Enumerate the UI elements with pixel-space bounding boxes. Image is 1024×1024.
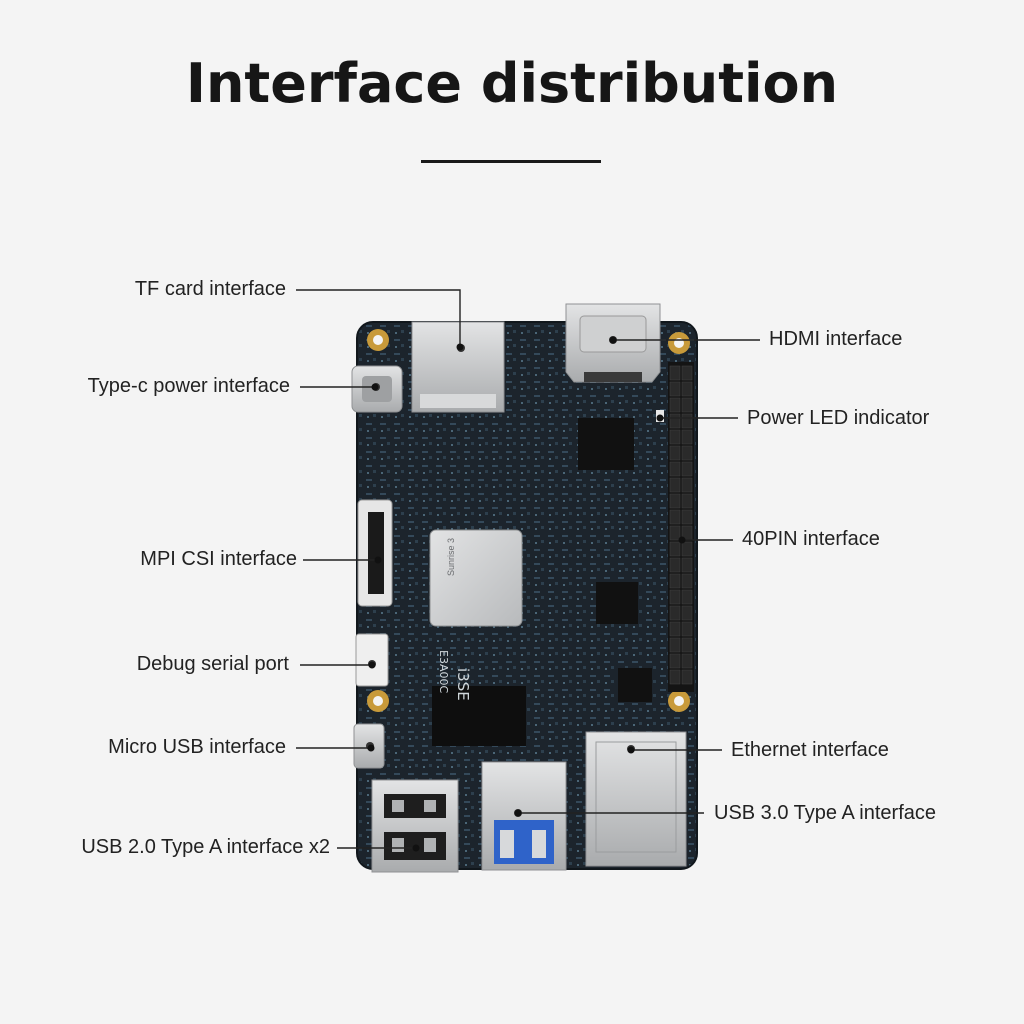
soc-chip: Sunrise 3 xyxy=(429,529,523,627)
chip-brand-text: Sunrise 3 xyxy=(446,538,456,576)
gpio-header xyxy=(668,362,694,692)
label-type-c-power: Type-c power interface xyxy=(87,375,290,397)
label-power-led: Power LED indicator xyxy=(747,407,930,429)
ic-chip xyxy=(578,418,634,470)
label-ethernet: Ethernet interface xyxy=(731,739,889,761)
board-rev-text: E3A00C xyxy=(437,650,450,693)
leader-dots xyxy=(367,336,686,852)
csi-connector xyxy=(357,499,393,607)
memory-chip xyxy=(432,686,526,746)
debug-serial-connector xyxy=(355,633,389,687)
ic-chip xyxy=(618,668,652,702)
label-debug-serial: Debug serial port xyxy=(136,653,289,675)
board-code-text: i3SE xyxy=(454,668,472,701)
label-40pin: 40PIN interface xyxy=(742,528,880,550)
label-micro-usb: Micro USB interface xyxy=(108,736,286,758)
label-tf-card: TF card interface xyxy=(134,278,286,300)
title-underline xyxy=(421,160,601,163)
leader-tf-card xyxy=(296,289,461,347)
ic-chip xyxy=(596,582,638,624)
leader-lines xyxy=(296,289,760,849)
tf-card-slot xyxy=(411,321,505,413)
label-usb3-type-a: USB 3.0 Type A interface xyxy=(714,802,936,824)
ethernet-connector xyxy=(585,731,687,867)
usb3-connector xyxy=(481,761,567,871)
page-title: Interface distribution xyxy=(185,52,839,115)
label-hdmi: HDMI interface xyxy=(769,328,903,350)
usb2-connector xyxy=(371,779,459,873)
label-mpi-csi: MPI CSI interface xyxy=(140,548,297,570)
label-usb2-type-a: USB 2.0 Type A interface x2 xyxy=(81,836,330,858)
